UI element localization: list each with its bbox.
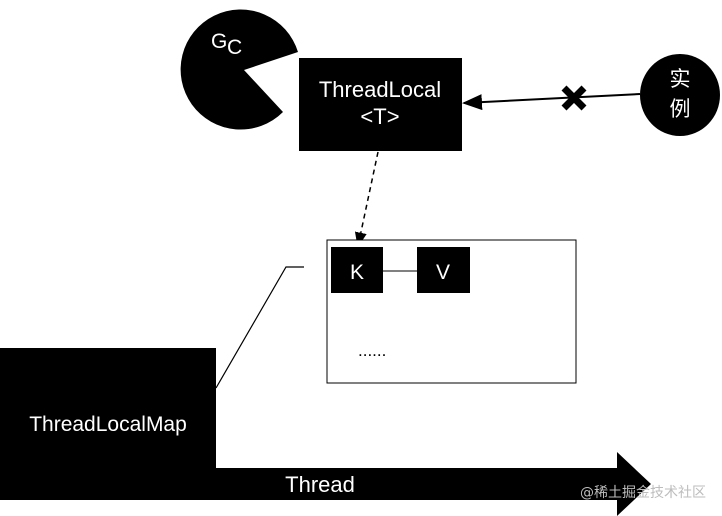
threadlocalmap-label: ThreadLocalMap bbox=[29, 413, 187, 436]
weak-reference-dashed-arrow bbox=[354, 151, 379, 248]
threadlocal-rect bbox=[299, 58, 462, 151]
gc-label-c: C bbox=[227, 36, 242, 59]
key-box bbox=[331, 247, 383, 293]
threadlocal-label-line2: <T> bbox=[360, 104, 399, 129]
gc-pacman: G C bbox=[180, 9, 298, 130]
threadlocalmap-rect bbox=[0, 348, 216, 500]
threadlocalmap-box: ThreadLocalMap bbox=[0, 348, 216, 500]
thread-label: Thread bbox=[285, 472, 355, 497]
gc-label-g: G bbox=[211, 30, 227, 53]
instance-label-char1: 实 bbox=[670, 68, 691, 91]
map-entry-container: K V ...... bbox=[326, 239, 577, 384]
value-box bbox=[417, 247, 470, 293]
watermark-text: @稀土掘金技术社区 bbox=[580, 485, 706, 501]
broken-reference-cross-icon bbox=[561, 85, 587, 111]
value-label: V bbox=[436, 261, 450, 284]
instance-reference-arrow bbox=[462, 93, 641, 111]
gc-pacman-shape bbox=[180, 9, 298, 130]
instance-circle: 实 例 bbox=[640, 54, 720, 136]
threadlocal-box: ThreadLocal <T> bbox=[299, 58, 462, 151]
instance-label-char2: 例 bbox=[670, 98, 691, 121]
more-entries-ellipsis: ...... bbox=[358, 341, 386, 360]
map-callout-line bbox=[215, 266, 304, 389]
instance-ellipse bbox=[640, 54, 720, 136]
key-label: K bbox=[350, 261, 364, 284]
threadlocal-label-line1: ThreadLocal bbox=[319, 77, 441, 102]
